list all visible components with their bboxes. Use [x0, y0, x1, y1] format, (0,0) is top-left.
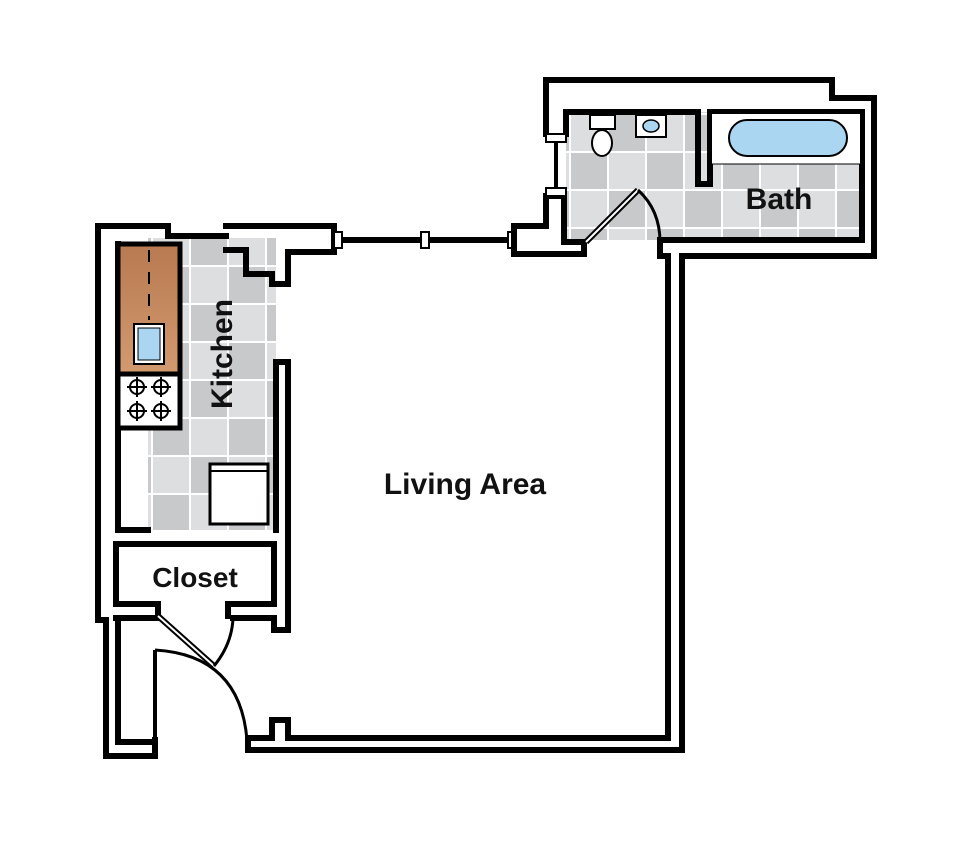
toilet-icon — [589, 114, 616, 157]
bath-door[interactable] — [583, 187, 662, 245]
living-area-label: Living Area — [384, 468, 547, 501]
kitchen-sink — [133, 323, 165, 365]
kitchen-label: Kitchen — [206, 299, 239, 409]
entry-door[interactable] — [153, 648, 249, 742]
refrigerator-icon — [208, 462, 270, 526]
stove-icon — [115, 371, 183, 431]
bath-label: Bath — [746, 183, 813, 216]
closet-door[interactable] — [156, 613, 235, 669]
vanity-sink-icon — [635, 114, 667, 138]
bathtub-icon — [712, 114, 860, 165]
closet-label: Closet — [152, 562, 238, 593]
